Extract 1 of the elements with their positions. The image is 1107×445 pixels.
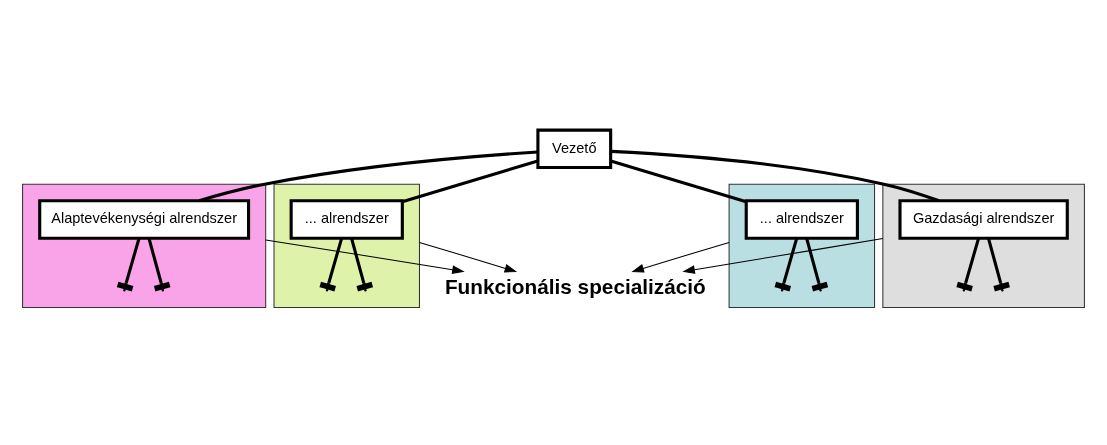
node-text: Funkcionális specializáció [444, 274, 706, 298]
